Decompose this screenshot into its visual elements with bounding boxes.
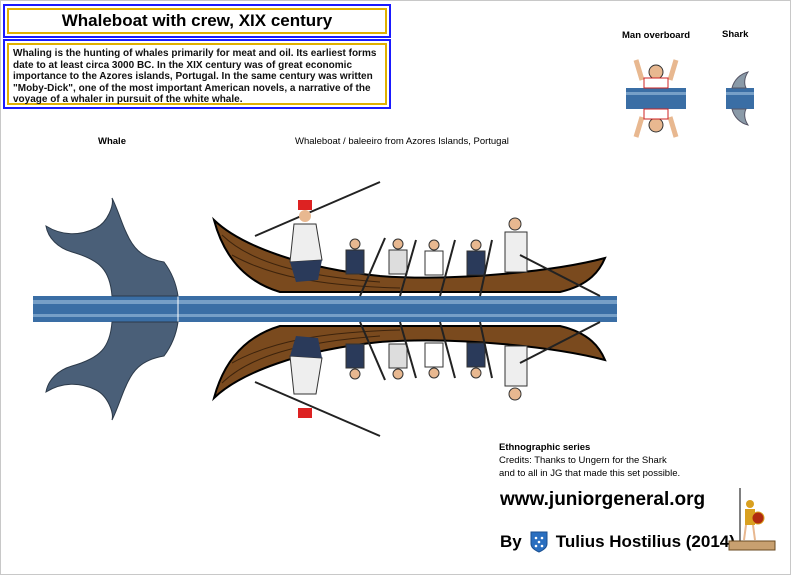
- description-box: Whaling is the hunting of whales primari…: [3, 39, 391, 109]
- label-man-overboard: Man overboard: [622, 30, 691, 41]
- water-strip-shark: [726, 88, 754, 109]
- label-whaleboat: Whaleboat / baleeiro from Azores Islands…: [295, 136, 509, 147]
- portuguese-shield-icon: [530, 531, 548, 553]
- whale-tail-figure: [45, 197, 179, 421]
- water-strip: [33, 296, 617, 322]
- credits-block: Ethnographic series Credits: Thanks to U…: [499, 441, 680, 480]
- label-shark: Shark: [722, 29, 749, 40]
- water-strip-man-overboard: [626, 88, 686, 109]
- title-box: Whaleboat with crew, XIX century: [3, 4, 391, 38]
- author-line: By Tulius Hostilius (2014): [500, 531, 735, 553]
- author-logo-soldier: [728, 488, 776, 551]
- author-name: Tulius Hostilius (2014): [555, 532, 735, 551]
- man-overboard-figure: [633, 59, 679, 138]
- website-link[interactable]: www.juniorgeneral.org: [500, 489, 706, 510]
- shark-fin-figure: [731, 71, 750, 126]
- description-text: Whaling is the hunting of whales primari…: [7, 43, 387, 105]
- label-whale: Whale: [98, 136, 126, 147]
- credits-line-2: and to all in JG that made this set poss…: [499, 468, 681, 479]
- series-label: Ethnographic series: [499, 442, 591, 453]
- credits-line-1: Credits: Thanks to Ungern for the Shark: [499, 455, 667, 466]
- whaleboat-figure: [212, 181, 607, 437]
- by-label: By: [500, 532, 522, 551]
- page-title: Whaleboat with crew, XIX century: [7, 8, 387, 34]
